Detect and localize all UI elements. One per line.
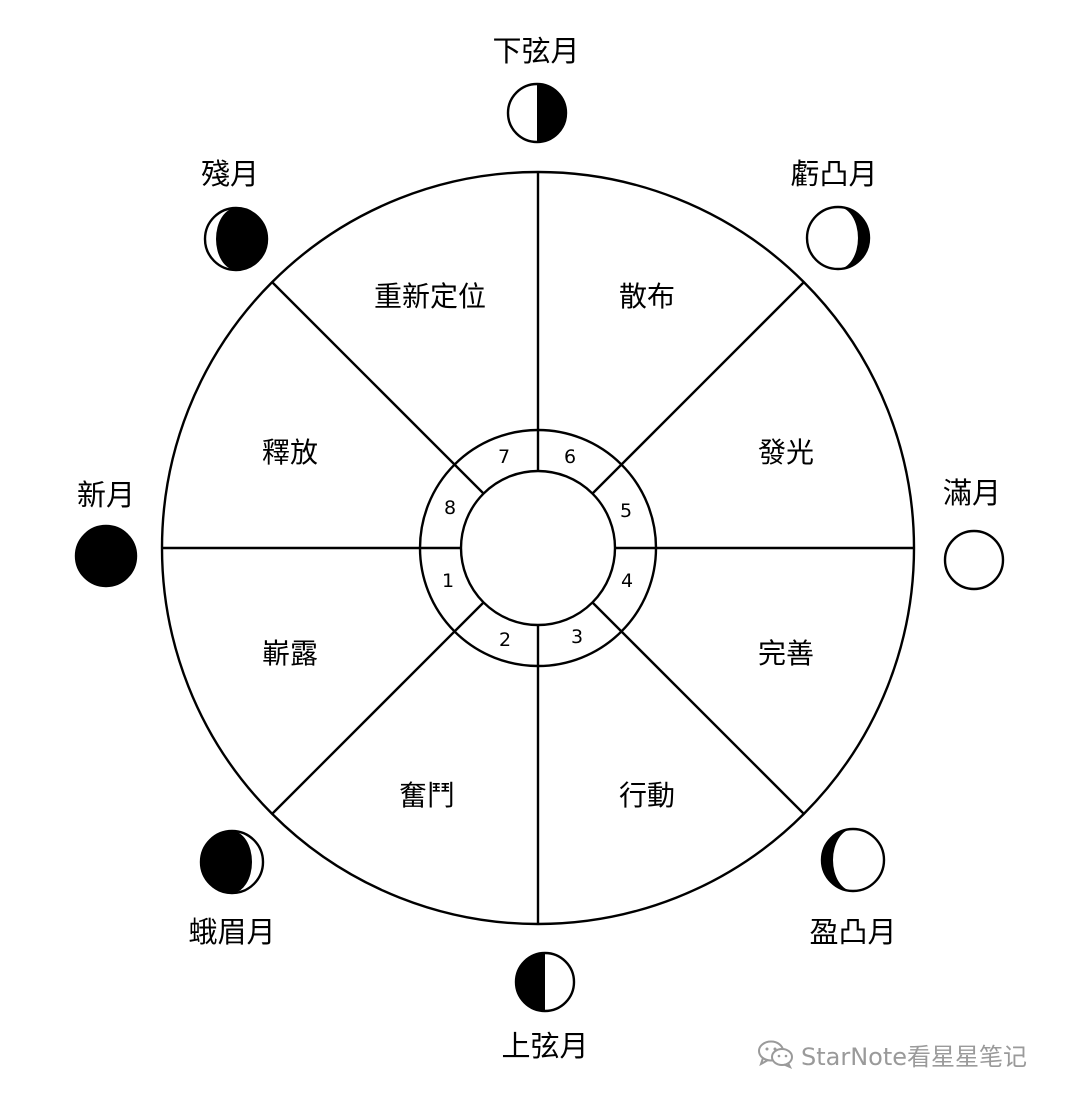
phase-label-full: 滿月 — [943, 476, 1001, 510]
sector-dividers — [162, 172, 914, 924]
sector-label-8: 釋放 — [262, 436, 318, 469]
sector-labels: 嶄露 奮鬥 行動 完善 發光 散布 重新定位 釋放 — [262, 280, 814, 812]
full-moon-icon — [943, 529, 1005, 591]
center-circle — [459, 469, 617, 627]
sector-label-1: 嶄露 — [262, 637, 318, 670]
phase-label-first-quarter: 上弦月 — [501, 1029, 588, 1063]
sector-number-4: 4 — [621, 570, 633, 592]
waning-gibbous-moon-icon — [805, 205, 871, 271]
first-quarter-moon-icon — [514, 951, 576, 1013]
sector-label-5: 發光 — [758, 436, 814, 469]
sector-number-5: 5 — [620, 500, 632, 522]
waxing-crescent-moon-icon — [199, 829, 265, 895]
phase-label-new: 新月 — [77, 478, 135, 512]
divider-lower-left — [271, 630, 456, 815]
watermark-text: StarNote看星星笔记 — [801, 1042, 1028, 1071]
phase-label-balsamic: 殘月 — [201, 157, 259, 191]
sector-number-1: 1 — [442, 570, 454, 592]
phase-label-waxing-crescent: 蛾眉月 — [188, 915, 275, 949]
moon-icons — [74, 82, 1005, 1013]
phase-label-waxing-gibbous: 盈凸月 — [809, 915, 896, 949]
balsamic-moon-icon — [203, 206, 269, 272]
phase-label-waning-gibbous: 虧凸月 — [790, 157, 877, 191]
sector-label-4: 完善 — [758, 637, 814, 670]
divider-upper-left — [271, 281, 456, 466]
sector-label-6: 散布 — [619, 280, 675, 313]
sector-number-6: 6 — [564, 446, 576, 468]
sector-number-7: 7 — [498, 446, 510, 468]
phase-label-last-quarter: 下弦月 — [492, 34, 579, 68]
sector-number-8: 8 — [444, 497, 456, 519]
sector-label-3: 行動 — [619, 779, 675, 812]
sector-number-2: 2 — [499, 629, 511, 651]
waxing-gibbous-moon-icon — [820, 827, 886, 893]
ring-dividers — [420, 430, 656, 666]
sector-label-7: 重新定位 — [374, 280, 486, 313]
divider-upper-right — [620, 281, 805, 466]
wechat-icon — [758, 1040, 793, 1069]
divider-lower-right — [620, 630, 805, 815]
new-moon-icon — [74, 524, 138, 588]
watermark: StarNote看星星笔记 — [757, 1036, 1027, 1072]
sector-label-2: 奮鬥 — [399, 779, 455, 812]
phase-labels: 新月 蛾眉月 上弦月 盈凸月 滿月 虧凸月 下弦月 殘月 — [77, 34, 1001, 1063]
sector-numbers: 1 2 3 4 5 6 7 8 — [442, 446, 633, 651]
last-quarter-moon-icon — [506, 82, 568, 144]
sector-number-3: 3 — [571, 626, 583, 648]
